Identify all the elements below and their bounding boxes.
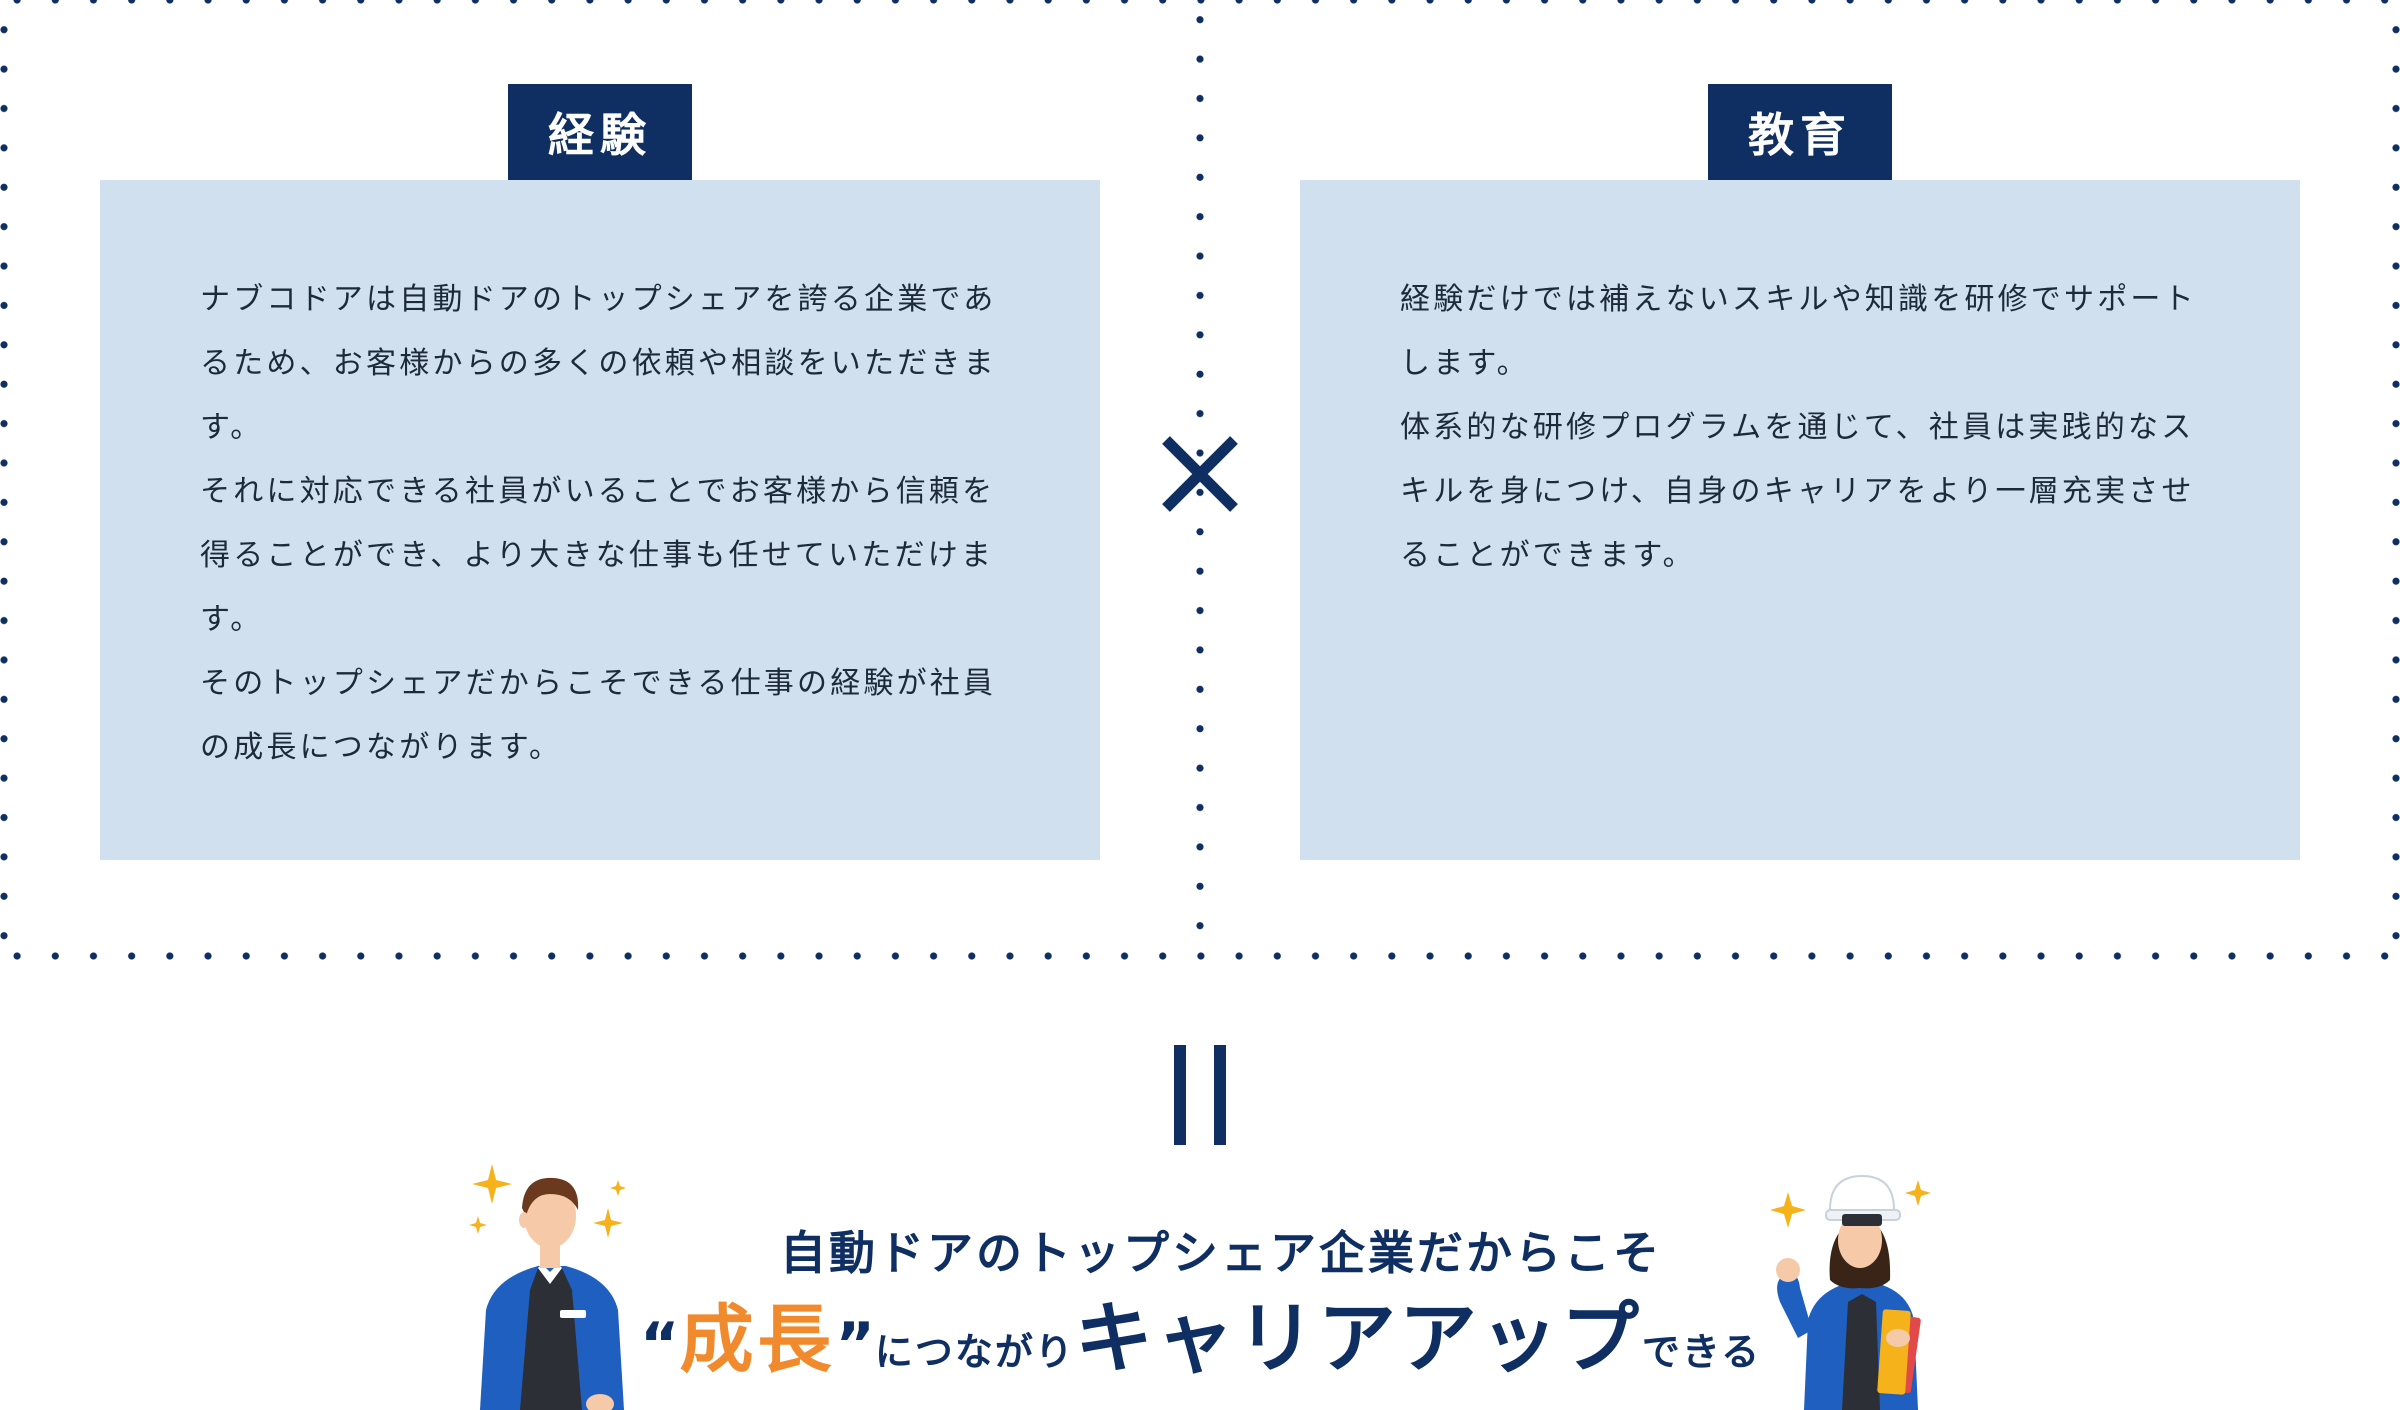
experience-paragraph-2: それに対応できる社員がいることでお客様から信頼を得ることができ、より大きな仕事も…	[200, 474, 996, 637]
result-headline: 自動ドアのトップシェア企業だからこそ	[780, 1226, 1662, 1280]
ending-text: できる	[1641, 1330, 1762, 1374]
sparkle-icon	[610, 1180, 626, 1196]
dotted-border-right	[2392, 10, 2400, 955]
education-tag: 教育	[1708, 84, 1892, 180]
female-worker-illustration	[1770, 1174, 1931, 1410]
experience-text: ナブコドアは自動ドアのトップシェアを誇る企業であるため、お客様からの多くの依頼や…	[200, 268, 1020, 780]
experience-paragraph-1: ナブコドアは自動ドアのトップシェアを誇る企業であるため、お客様からの多くの依頼や…	[200, 282, 997, 445]
connector-text: につながり	[874, 1330, 1075, 1374]
education-paragraph-1: 経験だけでは補えないスキルや知識を研修でサポートします。	[1400, 282, 2197, 381]
experience-tag: 経験	[508, 84, 692, 180]
dotted-border-bottom	[0, 952, 2400, 960]
education-card: 経験だけでは補えないスキルや知識を研修でサポートします。 体系的な研修プログラム…	[1300, 180, 2300, 860]
times-icon	[1162, 436, 1238, 512]
experience-paragraph-3: そのトップシェアだからこそできる仕事の経験が社員の成長につながります。	[200, 666, 997, 765]
sparkle-icon	[1905, 1180, 1931, 1206]
male-worker-illustration	[469, 1164, 626, 1410]
sparkle-icon	[593, 1208, 623, 1238]
result-tagline: “成長”につながりキャリアアップできる	[640, 1276, 1760, 1388]
education-text: 経験だけでは補えないスキルや知識を研修でサポートします。 体系的な研修プログラム…	[1400, 268, 2220, 588]
experience-card: ナブコドアは自動ドアのトップシェアを誇る企業であるため、お客様からの多くの依頼や…	[100, 180, 1100, 860]
education-paragraph-2: 体系的な研修プログラムを通じて、社員は実践的なスキルを身につけ、自身のキャリアを…	[1400, 410, 2195, 573]
equals-icon	[1174, 1045, 1226, 1145]
open-quote: “	[640, 1310, 680, 1380]
close-quote: ”	[835, 1310, 875, 1380]
sparkle-icon	[1770, 1192, 1806, 1228]
sparkle-icon	[472, 1164, 512, 1204]
dotted-border-left	[0, 10, 8, 955]
sparkle-icon	[469, 1216, 487, 1234]
growth-highlight: 成長	[679, 1297, 836, 1383]
career-up-emphasis: キャリアアップ	[1074, 1294, 1642, 1384]
